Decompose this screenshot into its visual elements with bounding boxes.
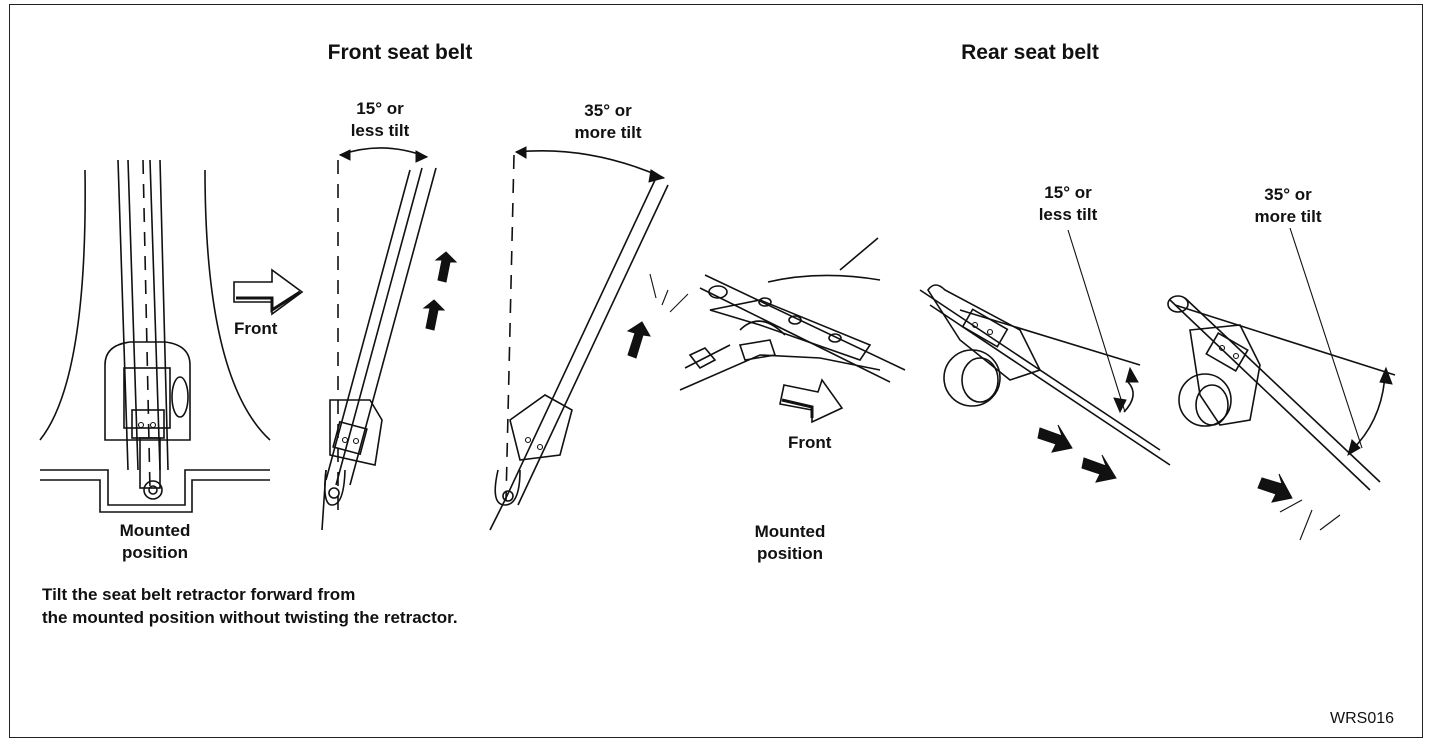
front-tilt-35-diagram	[489, 146, 689, 531]
rear-direction-label: Front	[788, 433, 832, 452]
rear-tilt-15-label: 15° or less tilt	[1038, 183, 1098, 224]
front-seat-belt-title: Front seat belt	[327, 41, 473, 64]
front-mounted-retractor	[39, 159, 271, 513]
rear-tilt-35-label: 35° or more tilt	[1254, 185, 1322, 226]
instruction-text: Tilt the seat belt retractor forward fro…	[42, 585, 458, 627]
rear-mounted-position-label: Mounted position	[754, 522, 826, 563]
front-direction-arrow	[233, 268, 304, 316]
figure-id: WRS016	[1330, 710, 1395, 727]
rear-tilt-15-diagram	[919, 229, 1171, 483]
front-direction-label: Front	[234, 319, 278, 338]
rear-mounted-retractor	[679, 237, 906, 424]
front-mounted-position-label: Mounted position	[119, 521, 191, 562]
figure-frame	[9, 4, 1423, 738]
rear-tilt-35-diagram	[1167, 227, 1396, 541]
front-tilt-35-label: 35° or more tilt	[574, 101, 642, 142]
front-tilt-15-label: 15° or less tilt	[350, 99, 410, 140]
front-tilt-15-diagram	[321, 147, 458, 531]
rear-seat-belt-title: Rear seat belt	[961, 41, 1099, 64]
